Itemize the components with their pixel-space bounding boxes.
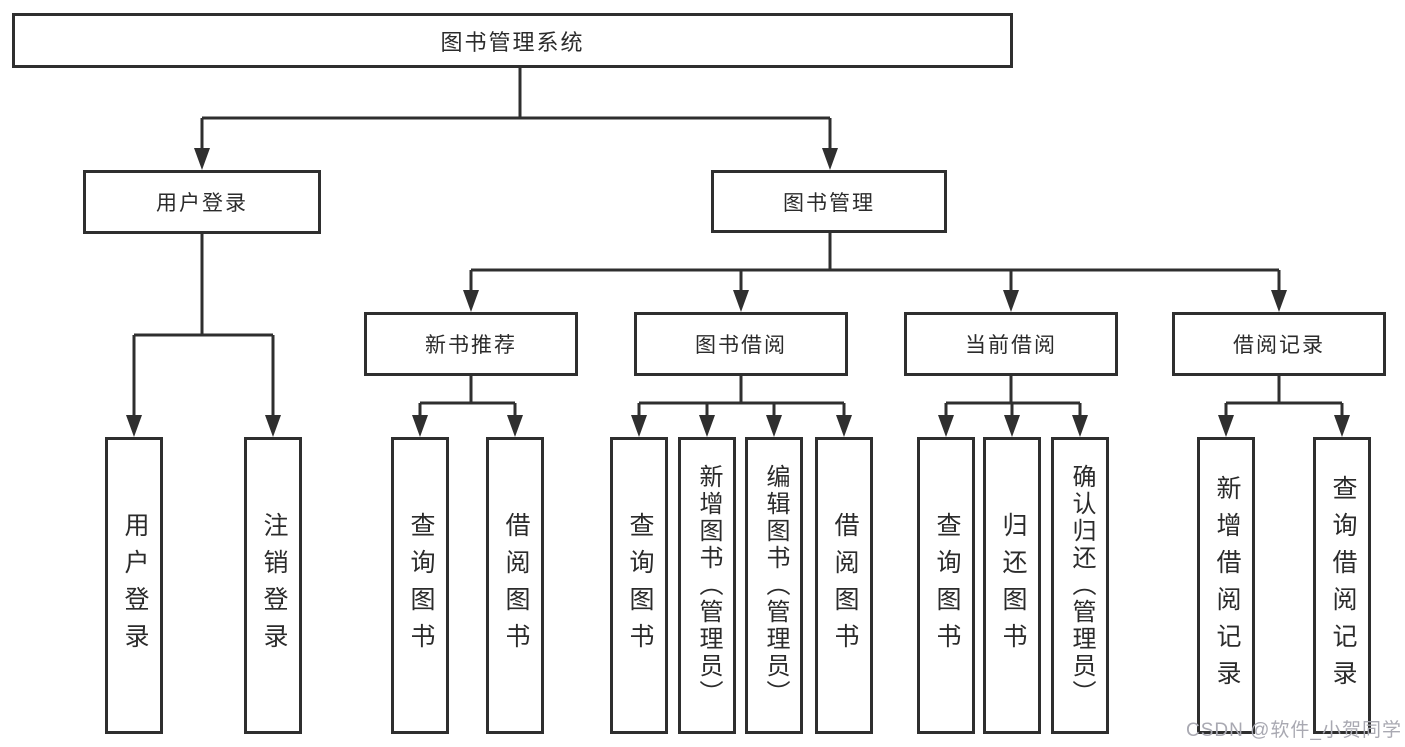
node-library-management-system: 图书管理系统 [12, 13, 1013, 68]
leaf-query-books-recommend: 查询图书 [391, 437, 449, 734]
node-new-book-recommendation: 新书推荐 [364, 312, 578, 376]
leaf-add-books-admin: 新增图书（管理员） [678, 437, 736, 734]
connector-lines [132, 68, 1344, 417]
leaf-borrow-books-recommend: 借阅图书 [486, 437, 544, 734]
leaf-confirm-return-admin: 确认归还（管理员） [1051, 437, 1109, 734]
leaf-user-login: 用户登录 [105, 437, 163, 734]
node-book-management: 图书管理 [711, 170, 947, 233]
leaf-add-borrow-record: 新增借阅记录 [1197, 437, 1255, 734]
arrow-down-icon [126, 148, 1350, 437]
leaf-return-books: 归还图书 [983, 437, 1041, 734]
node-borrowing-records: 借阅记录 [1172, 312, 1386, 376]
node-book-borrowing: 图书借阅 [634, 312, 848, 376]
leaf-query-borrow-record: 查询借阅记录 [1313, 437, 1371, 734]
leaf-logout: 注销登录 [244, 437, 302, 734]
node-current-borrowing: 当前借阅 [904, 312, 1118, 376]
leaf-borrow-books: 借阅图书 [815, 437, 873, 734]
node-user-login: 用户登录 [83, 170, 321, 234]
leaf-edit-books-admin: 编辑图书（管理员） [745, 437, 803, 734]
leaf-query-books-current: 查询图书 [917, 437, 975, 734]
leaf-query-books-borrow: 查询图书 [610, 437, 668, 734]
csdn-watermark: CSDN @软件_小贺同学 [1186, 720, 1402, 741]
